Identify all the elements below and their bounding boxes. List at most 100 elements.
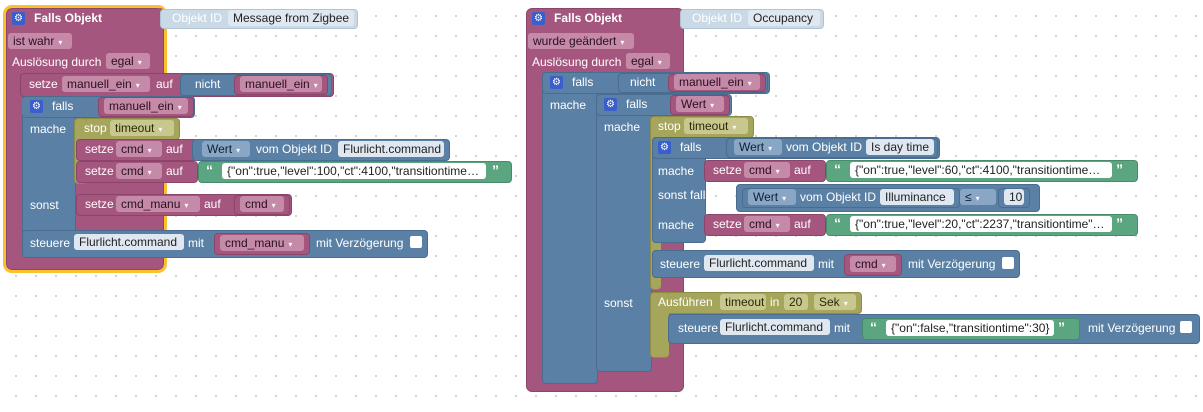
close-quote-icon: ” xyxy=(1116,161,1123,177)
right-json-day-field[interactable]: {"on":true,"level":60,"ct":4100,"transit… xyxy=(850,162,1112,178)
right-wert-value: Wert xyxy=(681,97,707,111)
right-trigger-dropdown[interactable]: egal▾ xyxy=(626,53,670,69)
chevron-down-icon: ▾ xyxy=(775,167,780,176)
right-vom-objekt-id-2: vom Objekt ID xyxy=(800,190,877,204)
chevron-down-icon: ▾ xyxy=(747,79,752,88)
chevron-down-icon: ▾ xyxy=(236,146,241,155)
left-get-cmd-dropdown[interactable]: cmd▾ xyxy=(240,196,284,212)
left-condition-value: ist wahr xyxy=(13,34,55,48)
left-var-manuell-get-dropdown[interactable]: manuell_ein▾ xyxy=(240,76,322,92)
left-var-cmd-manu-dropdown[interactable]: cmd_manu▾ xyxy=(116,196,200,212)
left-if-gear-icon[interactable]: ⚙ xyxy=(30,100,43,113)
right-unit-dropdown[interactable]: Sek▾ xyxy=(814,294,856,310)
right-unit-value: Sek xyxy=(819,295,840,309)
right-condition-dropdown[interactable]: wurde geändert▾ xyxy=(528,33,634,49)
right-inner-if-block[interactable] xyxy=(596,94,652,372)
right-ausfuehren: Ausführen xyxy=(658,295,713,309)
right-json-night-field[interactable]: {"on":true,"level":20,"ct":2237,"transit… xyxy=(850,216,1112,232)
right-mache-night: mache xyxy=(658,218,695,232)
chevron-down-icon: ▾ xyxy=(135,81,140,90)
left-stop: stop xyxy=(84,121,107,135)
right-sonst: sonst xyxy=(604,296,633,310)
left-var-cmd-dropdown-2[interactable]: cmd▾ xyxy=(116,163,162,179)
chevron-down-icon: ▾ xyxy=(620,38,625,47)
left-var-cmd-value-1: cmd xyxy=(121,142,144,156)
left-event-header-ext xyxy=(155,8,164,28)
left-read-objekt-field[interactable]: Flurlicht.command xyxy=(338,141,444,157)
left-trigger-dropdown[interactable]: egal▾ xyxy=(106,53,150,69)
left-steuere: steuere xyxy=(30,236,71,250)
right-in: in xyxy=(770,295,780,309)
right-event-gear-icon[interactable]: ⚙ xyxy=(532,12,545,25)
right-control-objekt-value-1: Flurlicht.command xyxy=(709,256,808,270)
right-control-objekt-field-1[interactable]: Flurlicht.command xyxy=(704,255,814,271)
right-auf-day: auf xyxy=(794,163,811,177)
right-wert-dropdown-3[interactable]: Wert▾ xyxy=(748,189,796,205)
right-outer-if-gear-icon[interactable]: ⚙ xyxy=(550,76,563,89)
right-steuere-1: steuere xyxy=(660,257,701,271)
right-var-cmd-day-dropdown[interactable]: cmd▾ xyxy=(744,162,790,178)
right-manuell-dropdown[interactable]: manuell_ein▾ xyxy=(674,74,760,90)
left-mit: mit xyxy=(188,236,204,250)
open-quote-icon: “ xyxy=(206,162,213,178)
right-daytime-field[interactable]: Is day time xyxy=(866,139,934,155)
chevron-down-icon: ▾ xyxy=(177,103,182,112)
left-var-manuell-dropdown[interactable]: manuell_ein▾ xyxy=(62,76,150,92)
right-control-objekt-value-2: Flurlicht.command xyxy=(725,320,824,334)
right-wert-dropdown-2[interactable]: Wert▾ xyxy=(734,139,782,155)
right-operator-value: ≤ xyxy=(965,190,972,204)
right-wert-dropdown[interactable]: Wert▾ xyxy=(676,96,724,112)
left-wert-dropdown[interactable]: Wert▾ xyxy=(202,141,250,157)
right-trigger-value: egal xyxy=(631,54,654,68)
right-objekt-id-label: Objekt ID xyxy=(692,11,743,25)
left-control-objekt-value: Flurlicht.command xyxy=(79,235,178,249)
right-setze-night: setze xyxy=(713,217,742,231)
left-json-field[interactable]: {"on":true,"level":100,"ct":4100,"transi… xyxy=(222,163,486,179)
left-json-value: {"on":true,"level":100,"ct":4100,"transi… xyxy=(227,164,479,178)
right-auf-night: auf xyxy=(794,217,811,231)
right-illuminance-field[interactable]: Illuminance xyxy=(880,189,954,205)
right-timeout-name-field[interactable]: timeout xyxy=(720,294,766,310)
right-outer-if-block[interactable] xyxy=(542,72,598,384)
left-event-gear-icon[interactable]: ⚙ xyxy=(12,12,25,25)
right-delay-number-field[interactable]: 20 xyxy=(784,294,808,310)
right-objekt-id-field[interactable]: Occupancy xyxy=(748,10,820,26)
left-trigger-value: egal xyxy=(111,54,134,68)
left-condition-dropdown[interactable]: ist wahr▾ xyxy=(8,33,72,49)
right-mit-1: mit xyxy=(818,257,834,271)
left-timeout-dropdown[interactable]: timeout▾ xyxy=(110,120,174,136)
left-auf-1: auf xyxy=(156,77,173,91)
left-objekt-id-field[interactable]: Message from Zigbee xyxy=(228,10,354,26)
right-control-cmd-dropdown[interactable]: cmd▾ xyxy=(850,256,896,272)
right-json-off-field[interactable]: {"on":false,"transitiontime":30} xyxy=(886,320,1054,336)
right-steuere-2: steuere xyxy=(678,321,719,335)
right-operator-dropdown[interactable]: ≤▾ xyxy=(960,189,996,205)
left-var-cmd-value-2: cmd xyxy=(121,164,144,178)
right-ifelse-gear-icon[interactable]: ⚙ xyxy=(658,141,671,154)
left-control-value-dropdown[interactable]: cmd_manu▾ xyxy=(220,235,304,251)
chevron-down-icon: ▾ xyxy=(710,101,715,110)
right-var-cmd-night-dropdown[interactable]: cmd▾ xyxy=(744,216,790,232)
left-if-cond-dropdown[interactable]: manuell_ein▾ xyxy=(104,98,188,114)
right-delay-checkbox-2[interactable] xyxy=(1180,321,1192,333)
close-quote-icon: ” xyxy=(1058,319,1065,335)
left-delay-checkbox[interactable] xyxy=(410,236,422,248)
left-get-cmd-value: cmd xyxy=(245,197,268,211)
right-control-objekt-field-2[interactable]: Flurlicht.command xyxy=(720,319,830,335)
left-var-cmd-dropdown-1[interactable]: cmd▾ xyxy=(116,141,162,157)
right-number-10-field[interactable]: 10 xyxy=(1004,189,1024,205)
chevron-down-icon: ▾ xyxy=(158,125,163,134)
right-mit-verzoegerung-1: mit Verzögerung xyxy=(908,257,996,271)
chevron-down-icon: ▾ xyxy=(768,144,773,153)
right-manuell-value: manuell_ein xyxy=(679,75,744,89)
right-delay-checkbox-1[interactable] xyxy=(1002,257,1014,269)
open-quote-icon: “ xyxy=(834,161,841,177)
right-timeout-dropdown[interactable]: timeout▾ xyxy=(684,118,748,134)
chevron-down-icon: ▾ xyxy=(881,261,886,270)
right-trigger-label: Auslösung durch xyxy=(532,55,622,69)
left-control-objekt-field[interactable]: Flurlicht.command xyxy=(74,234,184,250)
chevron-down-icon: ▾ xyxy=(147,146,152,155)
right-inner-if-gear-icon[interactable]: ⚙ xyxy=(604,98,617,111)
left-falls: falls xyxy=(52,99,74,113)
right-timeout-name-value: timeout xyxy=(725,295,765,309)
